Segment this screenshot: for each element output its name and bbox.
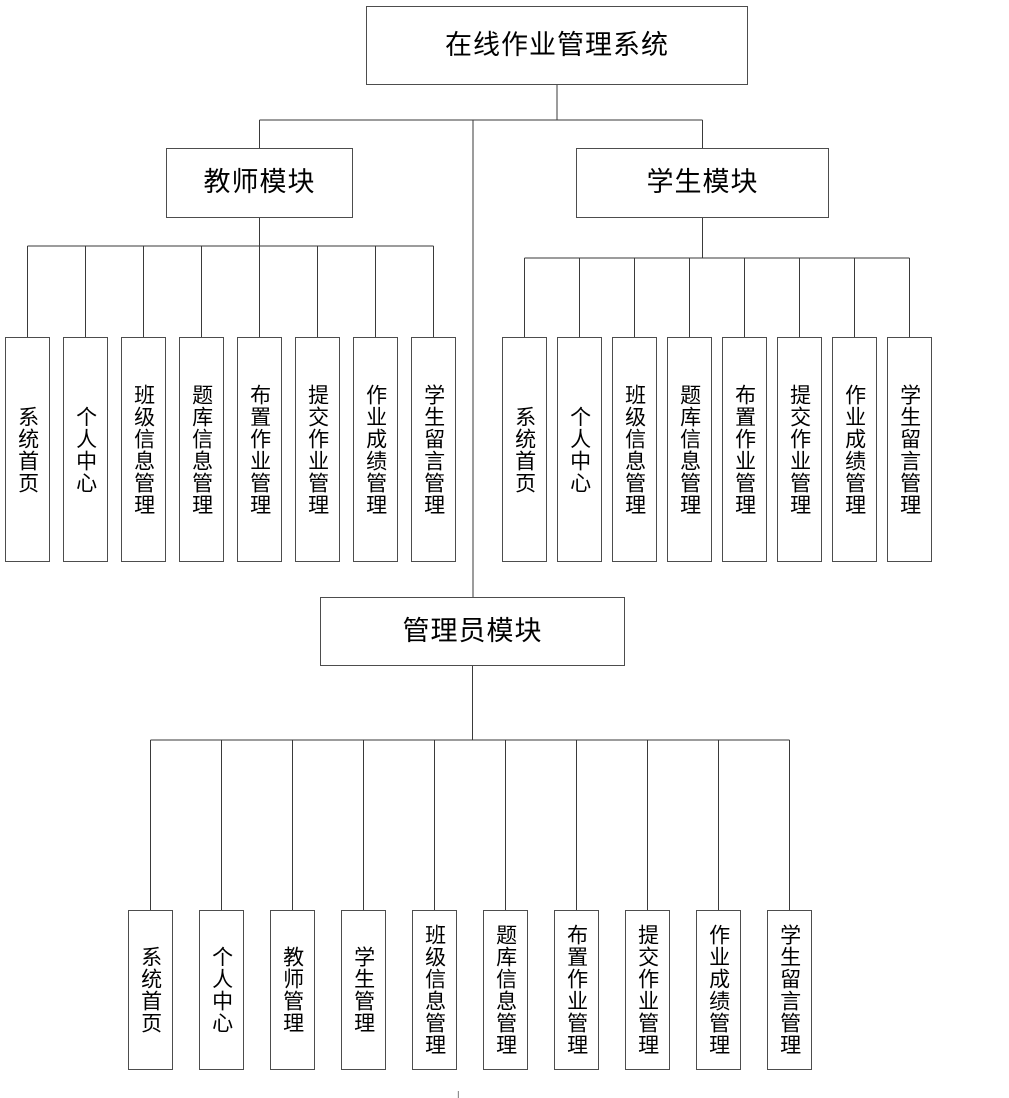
node-module-student-label: 学生模块 <box>646 167 759 198</box>
node-leaf-admin-7[interactable]: 布置作业管理 <box>554 910 599 1070</box>
node-module-admin-label: 管理员模块 <box>402 615 543 646</box>
node-leaf-student-3[interactable]: 班级信息管理 <box>612 337 657 562</box>
node-leaf-admin-2[interactable]: 个人中心 <box>199 910 244 1070</box>
node-leaf-label: 题库信息管理 <box>677 383 702 516</box>
node-leaf-label: 班级信息管理 <box>622 383 647 516</box>
node-leaf-admin-10[interactable]: 学生留言管理 <box>767 910 812 1070</box>
node-leaf-teacher-4[interactable]: 题库信息管理 <box>179 337 224 562</box>
node-leaf-label: 学生留言管理 <box>897 383 922 516</box>
node-leaf-teacher-6[interactable]: 提交作业管理 <box>295 337 340 562</box>
node-leaf-teacher-1[interactable]: 系统首页 <box>5 337 50 562</box>
node-leaf-student-4[interactable]: 题库信息管理 <box>667 337 712 562</box>
node-module-student[interactable]: 学生模块 <box>576 148 829 218</box>
node-leaf-admin-5[interactable]: 班级信息管理 <box>412 910 457 1070</box>
node-leaf-label: 提交作业管理 <box>787 383 812 516</box>
node-leaf-teacher-3[interactable]: 班级信息管理 <box>121 337 166 562</box>
node-leaf-label: 学生留言管理 <box>421 383 446 516</box>
node-leaf-admin-1[interactable]: 系统首页 <box>128 910 173 1070</box>
node-leaf-label: 系统首页 <box>138 946 163 1034</box>
node-leaf-teacher-8[interactable]: 学生留言管理 <box>411 337 456 562</box>
page-caret-marker: | <box>457 1088 460 1098</box>
node-leaf-admin-3[interactable]: 教师管理 <box>270 910 315 1070</box>
node-module-teacher[interactable]: 教师模块 <box>166 148 353 218</box>
node-leaf-label: 学生管理 <box>351 946 376 1034</box>
node-leaf-admin-9[interactable]: 作业成绩管理 <box>696 910 741 1070</box>
node-leaf-label: 布置作业管理 <box>564 924 589 1056</box>
node-leaf-admin-6[interactable]: 题库信息管理 <box>483 910 528 1070</box>
node-leaf-label: 布置作业管理 <box>732 383 757 516</box>
node-leaf-label: 班级信息管理 <box>131 383 156 516</box>
node-leaf-label: 学生留言管理 <box>777 924 802 1056</box>
node-leaf-label: 个人中心 <box>73 405 98 494</box>
node-leaf-teacher-2[interactable]: 个人中心 <box>63 337 108 562</box>
node-leaf-student-6[interactable]: 提交作业管理 <box>777 337 822 562</box>
node-leaf-label: 个人中心 <box>209 946 234 1034</box>
node-module-teacher-label: 教师模块 <box>203 167 316 198</box>
node-leaf-label: 作业成绩管理 <box>706 924 731 1056</box>
node-leaf-admin-4[interactable]: 学生管理 <box>341 910 386 1070</box>
node-root[interactable]: 在线作业管理系统 <box>366 6 748 85</box>
node-leaf-label: 提交作业管理 <box>635 924 660 1056</box>
node-leaf-label: 个人中心 <box>567 405 592 494</box>
node-leaf-label: 系统首页 <box>15 405 40 494</box>
node-leaf-label: 作业成绩管理 <box>842 383 867 516</box>
node-leaf-label: 题库信息管理 <box>189 383 214 516</box>
node-leaf-teacher-7[interactable]: 作业成绩管理 <box>353 337 398 562</box>
node-leaf-teacher-5[interactable]: 布置作业管理 <box>237 337 282 562</box>
node-leaf-student-2[interactable]: 个人中心 <box>557 337 602 562</box>
node-leaf-student-5[interactable]: 布置作业管理 <box>722 337 767 562</box>
node-leaf-label: 系统首页 <box>512 405 537 494</box>
node-leaf-label: 班级信息管理 <box>422 924 447 1056</box>
node-leaf-student-8[interactable]: 学生留言管理 <box>887 337 932 562</box>
node-leaf-admin-8[interactable]: 提交作业管理 <box>625 910 670 1070</box>
node-module-admin[interactable]: 管理员模块 <box>320 597 625 666</box>
node-leaf-label: 教师管理 <box>280 946 305 1034</box>
node-leaf-student-1[interactable]: 系统首页 <box>502 337 547 562</box>
node-leaf-label: 作业成绩管理 <box>363 383 388 516</box>
node-root-label: 在线作业管理系统 <box>445 29 669 60</box>
node-leaf-label: 题库信息管理 <box>493 924 518 1056</box>
node-leaf-label: 布置作业管理 <box>247 383 272 516</box>
node-leaf-student-7[interactable]: 作业成绩管理 <box>832 337 877 562</box>
node-leaf-label: 提交作业管理 <box>305 383 330 516</box>
